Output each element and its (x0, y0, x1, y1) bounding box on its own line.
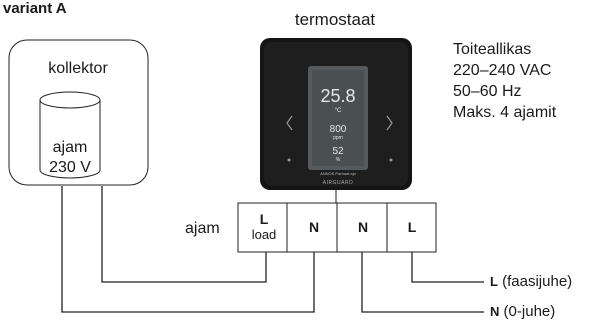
terminal-load-sub: load (251, 227, 277, 242)
terminal-load-letter: L (259, 211, 269, 227)
neutral-letter: N (490, 304, 500, 319)
supply-max-actuators: Maks. 4 ajamit (453, 104, 557, 121)
terminal-n2-letter: N (357, 219, 369, 235)
screen-value2-unit: ppm (333, 135, 343, 141)
menu-icon (287, 158, 291, 162)
screen-value3: 52 (332, 146, 344, 157)
actuator-label: ajam 230 V (35, 138, 105, 178)
wire-neutral (361, 252, 484, 313)
terminal-n1: N (292, 203, 336, 252)
wire-actuator-to-load (101, 186, 267, 283)
screen-temp-unit: °C (334, 108, 342, 114)
thermostat-title: termostaat (294, 10, 376, 29)
phase-wire-label: L (faasijuhe) (490, 273, 572, 290)
terminal-load: L load (242, 203, 286, 252)
actuator-voltage: 230 V (49, 159, 91, 176)
wire-phase (411, 252, 484, 283)
terminal-l-letter: L (407, 219, 417, 235)
supply-voltage: 220–240 VAC (453, 62, 552, 79)
neutral-wire-label: N (0-juhe) (490, 303, 555, 320)
thermostat-brand: AIRGUARD (322, 180, 354, 186)
terminal-l: L (390, 203, 434, 252)
wire-actuator-to-neutral (61, 186, 315, 313)
phase-text: (faasijuhe) (497, 273, 573, 290)
power-supply-info: Toiteallikas 220–240 VAC 50–60 Hz Maks. … (453, 39, 556, 123)
terminal-n1-letter: N (308, 219, 320, 235)
chevron-left-icon (286, 115, 293, 131)
terminal-n2: N (341, 203, 385, 252)
collector-label: kollektor (48, 60, 108, 77)
supply-title: Toiteallikas (453, 41, 532, 58)
screen-value2: 800 (329, 124, 347, 135)
screen-status-line: ANNOS Parhaat ajo (320, 171, 356, 176)
collector-box (8, 39, 149, 186)
thermostat-device (260, 38, 412, 190)
supply-frequency: 50–60 Hz (453, 83, 522, 100)
ok-icon (389, 158, 393, 162)
variant-title: variant A (3, 0, 67, 17)
screen-temperature: 25.8 (320, 86, 356, 106)
actuator-name: ajam (52, 139, 88, 156)
screen-value3-unit: % (335, 157, 341, 163)
neutral-text: (0-juhe) (499, 303, 556, 320)
phase-letter: L (490, 274, 498, 289)
terminal-block-label: ajam (185, 220, 220, 237)
actuator-cylinder (39, 91, 101, 179)
chevron-right-icon (386, 115, 393, 131)
